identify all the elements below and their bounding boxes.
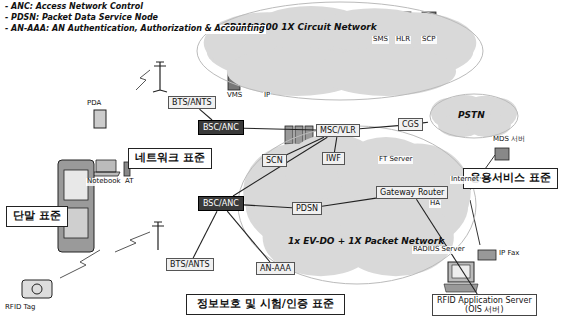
switch-box: MSC/VLR bbox=[316, 124, 360, 137]
node-box: SCN bbox=[262, 154, 287, 167]
network-link bbox=[233, 137, 327, 196]
device-label: HA bbox=[429, 200, 441, 208]
gateway-box: CGS bbox=[398, 118, 423, 131]
standard-box: 네트워크 표준 bbox=[128, 148, 212, 169]
device-label: IP bbox=[263, 92, 271, 100]
standard-box: 단말 표준 bbox=[6, 206, 68, 227]
legend-note: - AN-AAA: AN Authentication, Authorizati… bbox=[4, 25, 266, 34]
node-box: PDSN bbox=[292, 202, 322, 215]
network-link bbox=[322, 198, 376, 206]
node-text: 1x EV-DO + 1X Packet Network bbox=[288, 236, 444, 246]
base-station: BTS/ANTS bbox=[166, 258, 214, 271]
network-link bbox=[244, 205, 292, 208]
node-text: IWF bbox=[326, 154, 341, 163]
device-label: SMS bbox=[372, 36, 389, 44]
network-link bbox=[193, 211, 217, 258]
device-label: AT bbox=[124, 178, 135, 186]
device-label: Notebook bbox=[86, 178, 122, 186]
node-text: 응용서비스 표준 bbox=[470, 172, 551, 185]
node-text: CGS bbox=[402, 120, 419, 129]
node-box: IWF bbox=[322, 152, 345, 165]
router-box: Gateway Router bbox=[376, 186, 448, 199]
network-link bbox=[287, 137, 324, 155]
node-text: SCN bbox=[266, 156, 283, 165]
network-link bbox=[244, 128, 316, 130]
standard-box: 정보보호 및 시험/인증 표준 bbox=[186, 294, 345, 315]
node-text: PDSN bbox=[296, 204, 318, 213]
node-text: 네트워크 표준 bbox=[135, 152, 205, 165]
circuit-cloud: CDMA2000 1X Circuit Network bbox=[195, 0, 485, 102]
node-text: RFID Application Server bbox=[437, 296, 532, 305]
network-link bbox=[227, 211, 270, 262]
node-text: 정보보호 및 시험/인증 표준 bbox=[197, 298, 334, 311]
device-label: FT Server bbox=[378, 156, 413, 164]
device-label: SCP bbox=[421, 36, 437, 44]
legend-note: - PDSN: Packet Data Service Node bbox=[4, 14, 159, 23]
node-text: AN-AAA bbox=[260, 264, 291, 273]
network-link bbox=[423, 122, 428, 124]
network-link bbox=[360, 126, 398, 129]
node-text: BTS/ANTS bbox=[172, 98, 212, 107]
controller-box: BSC/ANC bbox=[198, 196, 244, 211]
legend-note: - ANC: Access Network Control bbox=[4, 3, 144, 12]
device-label: PDA bbox=[86, 100, 102, 108]
node-text: BSC/ANC bbox=[203, 123, 239, 132]
device-label: Internet bbox=[450, 176, 480, 184]
node-text: Gateway Router bbox=[380, 188, 444, 197]
server-box: RFID Application Server(OIS 서버) bbox=[432, 294, 537, 316]
server-box: AN-AAA bbox=[256, 262, 295, 275]
device-label: RFID Tag bbox=[4, 304, 36, 312]
device-label: MDS 서버 bbox=[492, 136, 526, 144]
node-text: BTS/ANTS bbox=[170, 260, 210, 269]
controller-box: BSC/ANC bbox=[198, 120, 244, 135]
node-text: BSC/ANC bbox=[203, 199, 239, 208]
node-text: PSTN bbox=[458, 110, 485, 120]
device-label: VMS bbox=[226, 92, 243, 100]
node-text: (OIS 서버) bbox=[437, 305, 532, 314]
cloud-shape bbox=[195, 0, 485, 102]
pstn-cloud: PSTN bbox=[428, 92, 520, 140]
device-label: RADIUS Server bbox=[412, 246, 466, 254]
node-text: 단말 표준 bbox=[13, 210, 61, 223]
device-label: HLR bbox=[395, 36, 411, 44]
base-station: BTS/ANTS bbox=[168, 96, 216, 109]
node-text: MSC/VLR bbox=[320, 126, 356, 135]
device-label: IP Fax bbox=[498, 250, 520, 258]
network-link bbox=[199, 109, 212, 120]
network-link bbox=[334, 137, 336, 152]
